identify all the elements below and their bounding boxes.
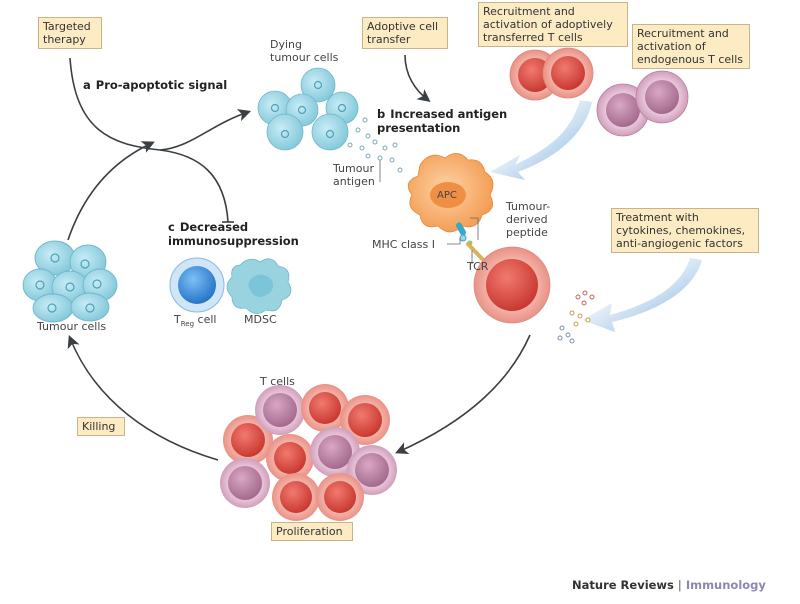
- label-tcr: TCR: [467, 260, 489, 273]
- label-dying-tumour-cells: Dying tumour cells: [270, 38, 339, 64]
- cytokine-particles: [557, 290, 595, 344]
- treg-sub: Reg: [180, 320, 195, 329]
- step-a-letter: a: [83, 78, 91, 92]
- box-proliferation: Proliferation: [271, 522, 353, 541]
- box-recruitment-adoptive: Recruitment and activation of adoptively…: [478, 2, 628, 47]
- inhibit-immunosuppression: [159, 149, 229, 223]
- blue-arrow-treatment: [582, 258, 702, 332]
- adoptive-t-cells: [509, 47, 594, 101]
- step-c-text: Decreased immunosuppression: [168, 220, 299, 248]
- activated-t-cell: [473, 246, 551, 324]
- box-killing: Killing: [77, 417, 125, 436]
- step-c-letter: c: [168, 220, 175, 234]
- endogenous-t-cells: [596, 70, 689, 137]
- box-targeted-therapy: Targeted therapy: [38, 17, 102, 49]
- label-treg-cell: TReg cell: [174, 313, 216, 331]
- footer-publisher: Nature Reviews: [572, 578, 674, 592]
- label-t-cells: T cells: [260, 375, 295, 388]
- label-mhc-class-i: MHC class I: [372, 238, 435, 251]
- dying-tumour-cells: [257, 67, 359, 151]
- step-b-letter: b: [377, 107, 386, 121]
- cycle-arrows: [67, 54, 531, 461]
- box-adoptive-cell-transfer: Adoptive cell transfer: [362, 17, 448, 49]
- step-a-heading: a Pro-apoptotic signal: [83, 78, 227, 92]
- arrow-targeted-therapy: [69, 57, 161, 151]
- leader-lines: [379, 160, 479, 264]
- arrow-killing: [67, 335, 219, 461]
- tumour-cell-nuclei: [35, 253, 102, 313]
- tumour-cell-cluster: [22, 240, 118, 323]
- treg-suffix: cell: [194, 313, 217, 326]
- arrow-adoptive-transfer: [404, 54, 431, 102]
- blue-arrow-recruitment: [490, 100, 592, 180]
- label-tumour-cells: Tumour cells: [37, 320, 107, 333]
- step-b-text: Increased antigen presentation: [377, 107, 508, 135]
- proliferating-t-cells: [220, 384, 397, 521]
- dying-cell-nuclei: [270, 80, 347, 139]
- label-tumour-derived-peptide: Tumour-derived peptide: [506, 200, 551, 239]
- label-apc: APC: [437, 190, 457, 201]
- mdsc-cell: [226, 258, 292, 314]
- box-treatment: Treatment with cytokines, chemokines, an…: [611, 208, 759, 253]
- footer-journal: Immunology: [685, 578, 766, 592]
- treg-cell: [169, 257, 225, 313]
- arrow-to-dying-cells: [159, 109, 252, 151]
- arrow-tcell-to-proliferation: [395, 334, 531, 454]
- apc-cell: [407, 153, 494, 233]
- box-recruitment-endogenous: Recruitment and activation of endogenous…: [632, 24, 750, 69]
- footer-separator: |: [677, 578, 682, 592]
- footer-credit: Nature Reviews | Immunology: [572, 578, 766, 592]
- treg-main: T: [174, 313, 181, 326]
- label-tumour-antigen: Tumour antigen: [333, 162, 375, 188]
- tumour-antigen-particles: [347, 117, 403, 173]
- arrow-tumour-to-signal: [67, 141, 155, 241]
- label-mdsc: MDSC: [244, 313, 277, 326]
- step-a-text: Pro-apoptotic signal: [95, 78, 228, 92]
